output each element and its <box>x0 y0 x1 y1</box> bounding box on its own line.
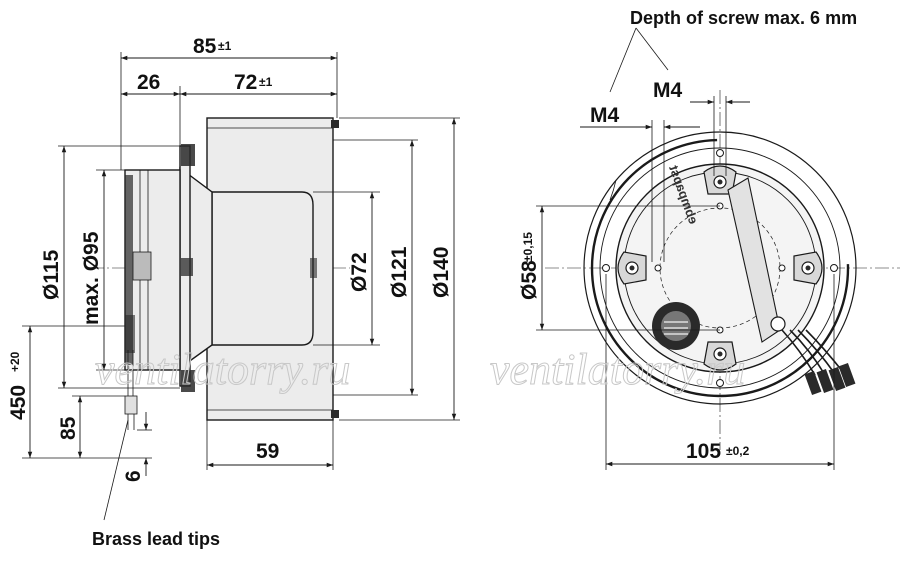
dim-lead-6-label: 6 <box>122 470 145 482</box>
mount-lug-right <box>793 251 823 285</box>
dim-85-label: 85 <box>193 35 217 58</box>
dim-d121-label: Ø121 <box>388 246 411 298</box>
dim-59-label: 59 <box>256 440 279 463</box>
dim-450-label: 450 <box>7 385 30 420</box>
dim-105-label: 105 <box>686 440 721 463</box>
dim-85-tol: ±1 <box>218 39 232 53</box>
outer-ring <box>590 138 850 398</box>
dim-26-label: 26 <box>137 71 160 94</box>
watermark-left: ventilatorry.ru <box>95 345 350 394</box>
m4-right-label: M4 <box>653 79 682 102</box>
brass-leads-note: Brass lead tips <box>92 529 220 549</box>
electronics-cover <box>615 163 825 373</box>
mount-lug-left <box>617 251 647 285</box>
front-view: ebmpapst <box>536 27 900 470</box>
cable-gland <box>652 302 700 350</box>
dim-d58-label: Ø58 <box>518 260 541 300</box>
dim-450-tol: +20 <box>8 351 22 372</box>
mount-lug-bottom <box>703 341 737 371</box>
dim-lead-85-label: 85 <box>57 416 80 440</box>
dim-d72-label: Ø72 <box>348 252 371 292</box>
m4-left-label: M4 <box>590 104 619 127</box>
screw-depth-note: Depth of screw max. 6 mm <box>630 8 857 28</box>
dim-d140-label: Ø140 <box>430 247 453 298</box>
dim-d58-tol: ±0,15 <box>521 232 535 262</box>
motor <box>211 191 314 346</box>
wire-bundle <box>770 316 856 396</box>
dim-72-label: 72 <box>234 71 257 94</box>
watermark-right: ventilatorry.ru <box>490 345 745 394</box>
side-view <box>22 52 460 521</box>
dim-d115-label: Ø115 <box>40 249 63 300</box>
dim-d95-label: max. Ø95 <box>80 231 103 325</box>
dim-105-tol: ±0,2 <box>726 444 750 458</box>
dim-72-tol: ±1 <box>259 75 273 89</box>
